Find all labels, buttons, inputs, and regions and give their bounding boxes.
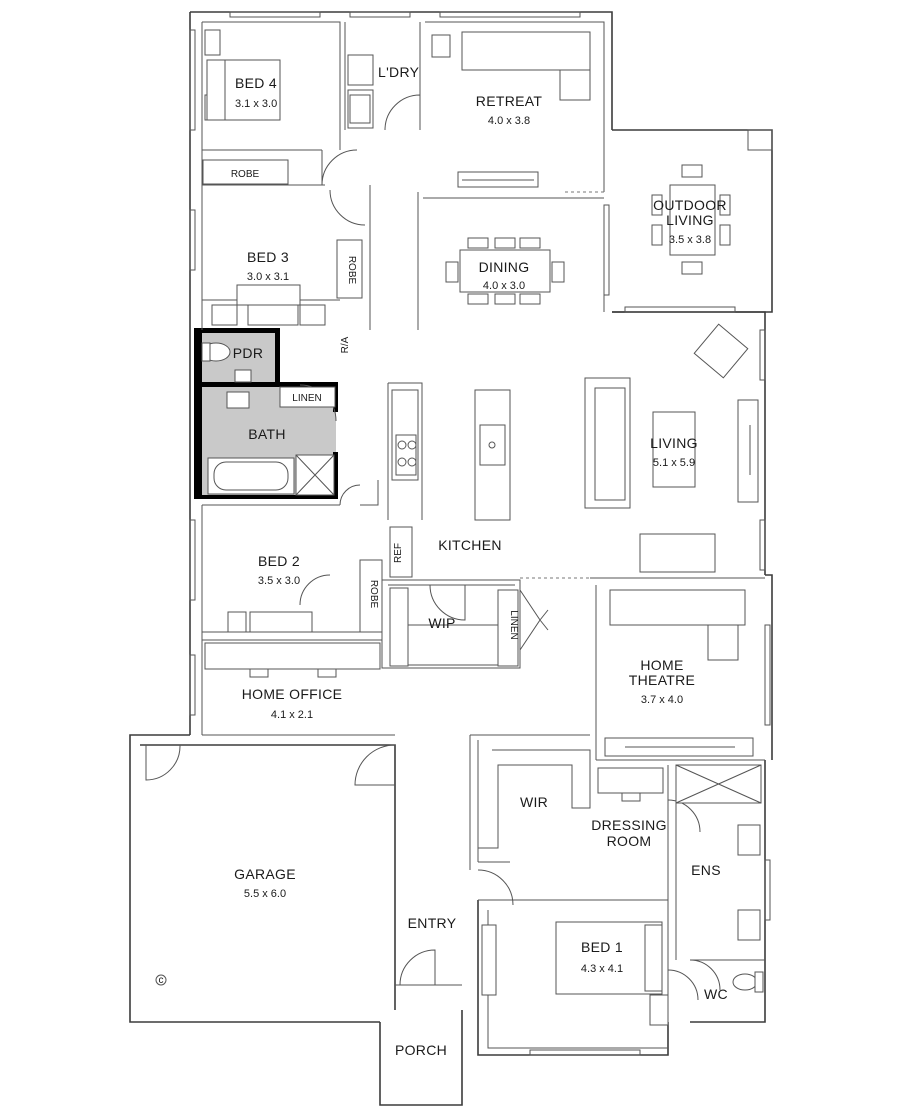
kitchen-fixtures <box>389 389 511 578</box>
theatre-furniture <box>604 589 754 757</box>
bed4-label: BED 4 <box>235 75 277 91</box>
ensuite-fixtures <box>675 764 764 993</box>
porch-label: PORCH <box>395 1042 447 1058</box>
pdr-label: PDR <box>233 345 263 361</box>
laundry-fixtures <box>347 54 374 129</box>
entry-label: ENTRY <box>408 915 457 931</box>
bed1-furniture <box>481 921 669 1026</box>
bed4-size: 3.1 x 3.0 <box>235 98 277 110</box>
theatre-label-2: THEATRE <box>629 672 695 688</box>
office-label: HOME OFFICE <box>242 686 343 702</box>
wir-label: WIR <box>520 794 548 810</box>
theatre-size: 3.7 x 4.0 <box>641 694 683 706</box>
office-size: 4.1 x 2.1 <box>271 709 313 721</box>
bed4-robe-label: ROBE <box>231 169 260 180</box>
bed1-size: 4.3 x 4.1 <box>581 963 623 975</box>
bed3-size: 3.0 x 3.1 <box>247 271 289 283</box>
dining-label: DINING <box>479 259 530 275</box>
ra-label: R/A <box>340 336 351 353</box>
office-desk <box>204 642 381 678</box>
linen1-label: LINEN <box>292 393 321 404</box>
bed3-furniture <box>211 239 363 326</box>
garage-label: GARAGE <box>234 866 296 882</box>
garage-marker: c <box>159 975 164 986</box>
dining-table <box>445 237 565 305</box>
linen2-label: LINEN <box>508 610 519 639</box>
room-labels: BED 4 3.1 x 3.0 L'DRY RETREAT 4.0 x 3.8 … <box>155 64 728 1058</box>
bed4-furniture <box>202 29 289 185</box>
windows <box>189 11 773 1056</box>
outdoor-label-2: LIVING <box>666 212 714 228</box>
interior-walls <box>201 21 765 1049</box>
wip-label: WIP <box>428 615 455 631</box>
outdoor-label-1: OUTDOOR <box>653 197 727 213</box>
bed2-size: 3.5 x 3.0 <box>258 575 300 587</box>
living-size: 5.1 x 5.9 <box>653 457 695 469</box>
bed1-label: BED 1 <box>581 939 623 955</box>
retreat-size: 4.0 x 3.8 <box>488 115 530 127</box>
garage-marker-circle <box>155 974 167 986</box>
living-label: LIVING <box>650 435 698 451</box>
bed3-label: BED 3 <box>247 249 289 265</box>
laundry-label: L'DRY <box>378 64 420 80</box>
ref-label: REF <box>393 543 404 563</box>
bath-label: BATH <box>248 426 286 442</box>
wip-shelves <box>389 587 519 667</box>
wc-label: WC <box>704 986 728 1002</box>
bed3-robe-label: ROBE <box>346 256 357 285</box>
ens-label: ENS <box>691 862 721 878</box>
garage-size: 5.5 x 6.0 <box>244 888 286 900</box>
outdoor-size: 3.5 x 3.8 <box>669 234 711 246</box>
outdoor-table <box>651 164 731 275</box>
theatre-label-1: HOME <box>640 657 683 673</box>
bed2-furniture <box>227 559 383 633</box>
dressing-label-2: ROOM <box>607 833 652 849</box>
kitchen-label: KITCHEN <box>438 537 502 553</box>
dressing-label-1: DRESSING <box>591 817 667 833</box>
dressing-bench <box>597 767 664 802</box>
door-swings <box>145 94 721 1001</box>
retreat-furniture <box>431 31 591 188</box>
living-furniture <box>584 323 759 573</box>
bath-fixtures <box>201 342 336 496</box>
retreat-label: RETREAT <box>476 93 543 109</box>
bed2-robe-label: ROBE <box>368 580 379 609</box>
dining-size: 4.0 x 3.0 <box>483 280 525 292</box>
bed2-label: BED 2 <box>258 553 300 569</box>
wir-shelves <box>478 749 591 849</box>
